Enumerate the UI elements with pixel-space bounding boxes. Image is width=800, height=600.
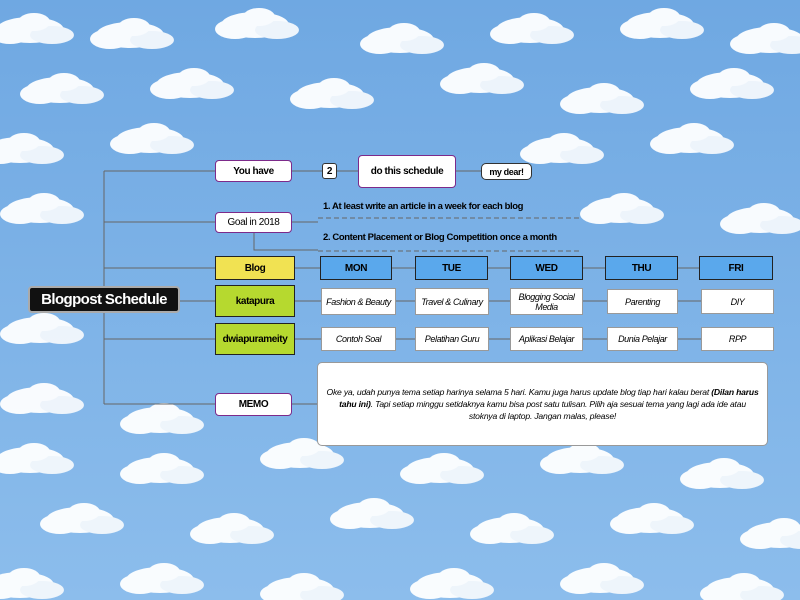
schedule-cell[interactable]: Pelatihan Guru: [415, 327, 489, 351]
schedule-cell[interactable]: Dunia Pelajar: [607, 327, 678, 351]
blog-name-dwiapurameity[interactable]: dwiapurameity: [215, 323, 295, 355]
day-header-mon[interactable]: MON: [320, 256, 392, 280]
schedule-cell[interactable]: Blogging Social Media: [510, 288, 583, 315]
topic-you-have[interactable]: You have: [215, 160, 292, 182]
memo-topic[interactable]: MEMO: [215, 393, 292, 416]
topic-my-dear[interactable]: my dear!: [481, 163, 532, 180]
memo-text-part1: Oke ya, udah punya tema setiap harinya s…: [326, 387, 712, 397]
day-header-thu[interactable]: THU: [605, 256, 678, 280]
day-header-tue[interactable]: TUE: [415, 256, 488, 280]
schedule-cell[interactable]: Travel & Culinary: [415, 288, 489, 315]
goal-item-2[interactable]: 2. Content Placement or Blog Competition…: [323, 232, 557, 243]
schedule-cell[interactable]: DIY: [701, 289, 774, 314]
goal-topic[interactable]: Goal in 2018: [215, 212, 292, 233]
memo-note[interactable]: Oke ya, udah punya tema setiap harinya s…: [317, 362, 768, 446]
day-header-wed[interactable]: WED: [510, 256, 583, 280]
memo-text-bold: (Dilan harus tahu ini): [339, 387, 759, 409]
schedule-cell[interactable]: Fashion & Beauty: [321, 288, 396, 315]
topic-number[interactable]: 2: [322, 163, 337, 179]
schedule-cell[interactable]: Aplikasi Belajar: [510, 327, 583, 351]
schedule-cell[interactable]: Parenting: [607, 289, 678, 314]
schedule-cell[interactable]: RPP: [701, 327, 774, 351]
schedule-cell[interactable]: Contoh Soal: [321, 327, 396, 351]
day-header-fri[interactable]: FRI: [699, 256, 773, 280]
blog-name-katapura[interactable]: katapura: [215, 285, 295, 317]
root-topic-blogpost-schedule[interactable]: Blogpost Schedule: [28, 286, 180, 313]
memo-text-part2: . Tapi setiap minggu setidaknya kamu bis…: [370, 399, 746, 421]
blog-header[interactable]: Blog: [215, 256, 295, 280]
goal-item-1[interactable]: 1. At least write an article in a week f…: [323, 201, 524, 212]
topic-do-schedule[interactable]: do this schedule: [358, 155, 456, 188]
